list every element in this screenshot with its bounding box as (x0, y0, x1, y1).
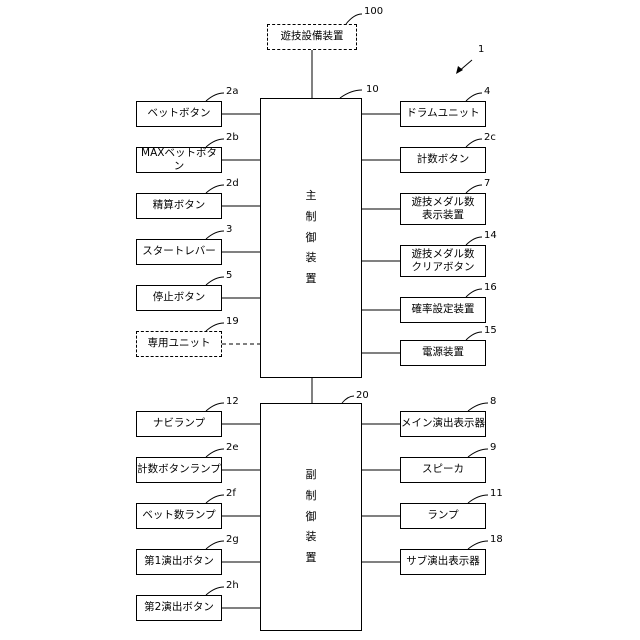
main-right-box-1-label: 計数ボタン (417, 153, 470, 166)
sub-controller-box: 副 制 御 装 置 (260, 403, 362, 631)
main-left-leader-0 (206, 93, 224, 101)
main-right-box-0: ドラムユニット (400, 101, 486, 127)
external-device-box: 遊技設備装置 (267, 24, 357, 50)
sub-left-ref-3: 2g (226, 534, 239, 545)
sub-left-box-2-label: ベット数ランプ (142, 509, 215, 522)
sub-right-box-1-label: スピーカ (422, 463, 464, 476)
sub-right-ref-1: 9 (490, 442, 496, 453)
sub-left-box-1-label: 計数ボタンランプ (137, 463, 221, 476)
main-right-leader-2 (466, 185, 482, 193)
main-left-ref-0: 2a (226, 86, 239, 97)
sub-left-ref-2: 2f (226, 488, 236, 499)
main-left-ref-3: 3 (226, 224, 232, 235)
sub-right-box-0-label: メイン演出表示器 (401, 417, 485, 430)
sub-left-box-4-label: 第2演出ボタン (144, 601, 214, 614)
sub-right-leader-0 (468, 403, 488, 411)
sub-right-box-1: スピーカ (400, 457, 486, 483)
sub-left-ref-4: 2h (226, 580, 239, 591)
main-right-box-2-label: 遊技メダル数 表示装置 (412, 196, 475, 222)
main-right-box-2: 遊技メダル数 表示装置 (400, 193, 486, 225)
sub-right-box-3: サブ演出表示器 (400, 549, 486, 575)
main-left-box-5: 専用ユニット (136, 331, 222, 357)
main-left-box-4: 停止ボタン (136, 285, 222, 311)
main-right-leader-5 (466, 332, 482, 340)
main-controller-box: 主 制 御 装 置 (260, 98, 362, 378)
main-left-box-4-label: 停止ボタン (153, 291, 206, 304)
main-right-box-3-label: 遊技メダル数 クリアボタン (412, 248, 475, 274)
sub-right-box-0: メイン演出表示器 (400, 411, 486, 437)
main-right-ref-5: 15 (484, 325, 497, 336)
sub-right-leader-2 (468, 495, 488, 503)
main-right-leader-1 (466, 139, 482, 147)
main-left-box-2: 精算ボタン (136, 193, 222, 219)
sub-left-leader-0 (206, 403, 224, 411)
sub-controller-ref: 20 (356, 390, 369, 401)
sub-right-box-2-label: ランプ (427, 509, 458, 522)
sub-controller-label: 副 制 御 装 置 (304, 465, 318, 569)
sub-left-leader-4 (206, 587, 224, 595)
main-right-box-5: 電源装置 (400, 340, 486, 366)
sub-left-box-0: ナビランプ (136, 411, 222, 437)
main-controller-ref: 10 (366, 84, 379, 95)
main-left-ref-1: 2b (226, 132, 239, 143)
main-left-leader-2 (206, 185, 224, 193)
sub-left-box-4: 第2演出ボタン (136, 595, 222, 621)
main-right-leader-4 (466, 289, 482, 297)
main-right-box-3: 遊技メダル数 クリアボタン (400, 245, 486, 277)
main-left-leader-1 (206, 139, 224, 147)
main-left-leader-3 (206, 231, 224, 239)
sub-right-ref-2: 11 (490, 488, 503, 499)
sub-left-box-3-label: 第1演出ボタン (144, 555, 214, 568)
main-right-ref-1: 2c (484, 132, 496, 143)
system-ref: 1 (478, 44, 484, 55)
sub-left-box-3: 第1演出ボタン (136, 549, 222, 575)
sub-left-ref-1: 2e (226, 442, 239, 453)
sub-right-leader-3 (468, 541, 488, 549)
sub-left-leader-3 (206, 541, 224, 549)
main-left-leader-5 (206, 323, 224, 331)
sub-right-leader-1 (468, 449, 488, 457)
main-left-ref-4: 5 (226, 270, 232, 281)
sub-right-ref-3: 18 (490, 534, 503, 545)
main-right-box-5-label: 電源装置 (422, 346, 464, 359)
main-right-ref-3: 14 (484, 230, 497, 241)
main-left-box-5-label: 専用ユニット (148, 337, 211, 350)
main-left-ref-2: 2d (226, 178, 239, 189)
main-left-box-0-label: ベットボタン (148, 107, 211, 120)
main-right-box-4-label: 確率設定装置 (412, 303, 475, 316)
sub-right-box-3-label: サブ演出表示器 (406, 555, 480, 568)
main-left-leader-4 (206, 277, 224, 285)
main-right-box-0-label: ドラムユニット (406, 107, 479, 120)
main-right-leader-0 (466, 93, 482, 101)
sub-right-ref-0: 8 (490, 396, 496, 407)
main-controller-leader (340, 90, 362, 98)
sub-left-box-2: ベット数ランプ (136, 503, 222, 529)
main-left-box-1: MAXベットボタン (136, 147, 222, 173)
main-right-leader-3 (466, 237, 482, 245)
sub-left-ref-0: 12 (226, 396, 239, 407)
main-left-box-0: ベットボタン (136, 101, 222, 127)
sub-right-box-2: ランプ (400, 503, 486, 529)
main-right-ref-2: 7 (484, 178, 490, 189)
sub-left-leader-1 (206, 449, 224, 457)
main-left-box-3: スタートレバー (136, 239, 222, 265)
main-right-box-1: 計数ボタン (400, 147, 486, 173)
sub-left-leader-2 (206, 495, 224, 503)
external-device-leader (346, 14, 362, 24)
system-ref-arrowhead (456, 66, 463, 74)
main-controller-label: 主 制 御 装 置 (304, 186, 318, 290)
main-right-ref-4: 16 (484, 282, 497, 293)
main-right-ref-0: 4 (484, 86, 490, 97)
main-left-box-3-label: スタートレバー (142, 245, 216, 258)
main-left-box-1-label: MAXベットボタン (137, 147, 221, 173)
external-device-ref: 100 (364, 6, 383, 17)
sub-left-box-1: 計数ボタンランプ (136, 457, 222, 483)
sub-controller-leader (342, 396, 354, 403)
main-left-box-2-label: 精算ボタン (153, 199, 206, 212)
sub-left-box-0-label: ナビランプ (153, 417, 205, 430)
external-device-box-label: 遊技設備装置 (281, 30, 344, 43)
main-right-box-4: 確率設定装置 (400, 297, 486, 323)
main-left-ref-5: 19 (226, 316, 239, 327)
